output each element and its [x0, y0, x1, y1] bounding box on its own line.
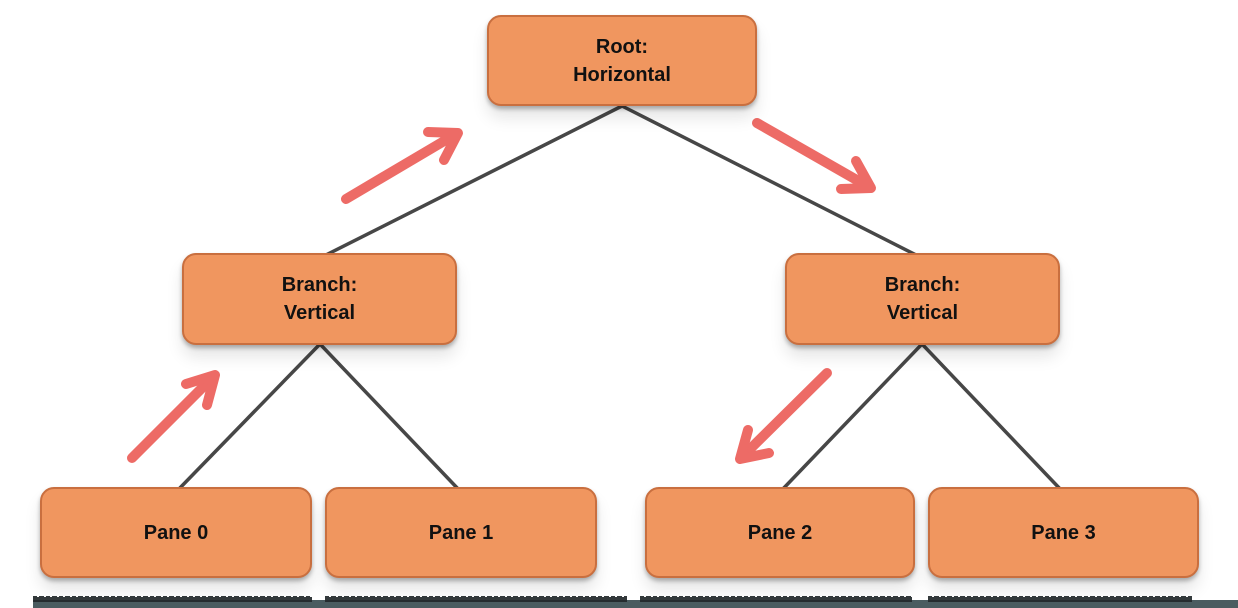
occluded-window-edge-texture — [33, 596, 312, 602]
edge-branch-left-pane0 — [174, 342, 322, 494]
arrow-root-to-right-branch-icon — [752, 118, 876, 194]
arrow-left-branch-to-root-icon — [341, 127, 463, 204]
node-label-line1: Branch: — [281, 274, 358, 296]
node-pane-2: Pane 2 — [645, 487, 915, 578]
arrow-pane0-to-left-branch-icon — [127, 370, 220, 463]
node-label-line1: Branch: — [884, 274, 961, 296]
arrow-right-branch-to-pane2-icon — [735, 368, 832, 464]
node-label-line2: Vertical — [886, 302, 959, 324]
node-pane-3: Pane 3 — [928, 487, 1199, 578]
edge-root-branch-left — [318, 104, 624, 260]
edge-branch-left-pane1 — [318, 342, 463, 494]
edge-root-branch-right — [620, 104, 924, 260]
node-label-line1: Root: — [595, 35, 649, 58]
node-label-line2: Horizontal — [573, 63, 671, 86]
node-label-line2: Vertical — [283, 302, 356, 324]
node-label: Pane 2 — [747, 521, 813, 544]
occluded-window-edge-texture — [928, 596, 1192, 602]
edge-branch-right-pane3 — [920, 342, 1065, 494]
node-root-horizontal: Root: Horizontal — [487, 15, 757, 106]
occluded-window-edge-texture — [325, 596, 627, 602]
node-pane-1: Pane 1 — [325, 487, 597, 578]
node-label: Pane 1 — [428, 521, 494, 544]
node-branch-left-vertical: Branch: Vertical — [182, 253, 457, 345]
node-pane-0: Pane 0 — [40, 487, 312, 578]
edge-branch-right-pane2 — [778, 342, 924, 494]
node-label: Pane 3 — [1031, 521, 1096, 544]
node-branch-right-vertical: Branch: Vertical — [785, 253, 1060, 345]
occluded-window-edge — [33, 600, 1238, 608]
node-label: Pane 0 — [143, 521, 209, 544]
occluded-window-edge-texture — [640, 596, 912, 602]
